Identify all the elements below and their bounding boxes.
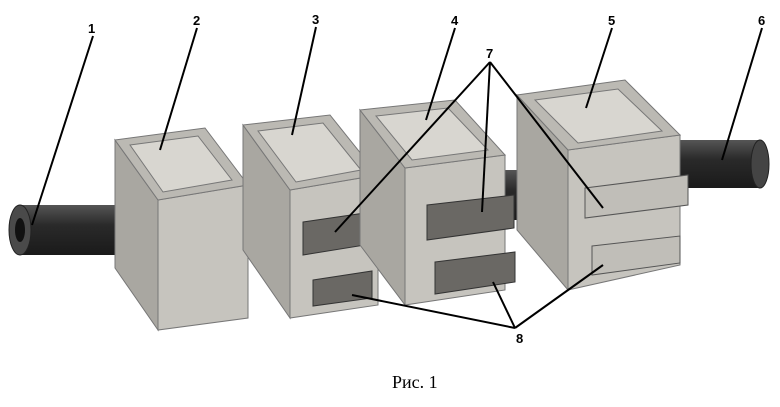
label-2: 2: [193, 13, 200, 28]
label-7: 7: [486, 46, 493, 61]
label-1: 1: [88, 21, 95, 36]
label-6: 6: [758, 13, 765, 28]
label-4: 4: [451, 13, 459, 28]
container-box-3: [243, 115, 378, 318]
container-box-4: [360, 100, 515, 305]
label-8: 8: [516, 331, 523, 346]
figure-caption: Рис. 1: [392, 372, 438, 392]
container-box-5: [517, 80, 688, 290]
container-box-2: [115, 128, 248, 330]
inlet-tube: [9, 205, 120, 255]
label-3: 3: [312, 12, 319, 27]
label-5: 5: [608, 13, 615, 28]
